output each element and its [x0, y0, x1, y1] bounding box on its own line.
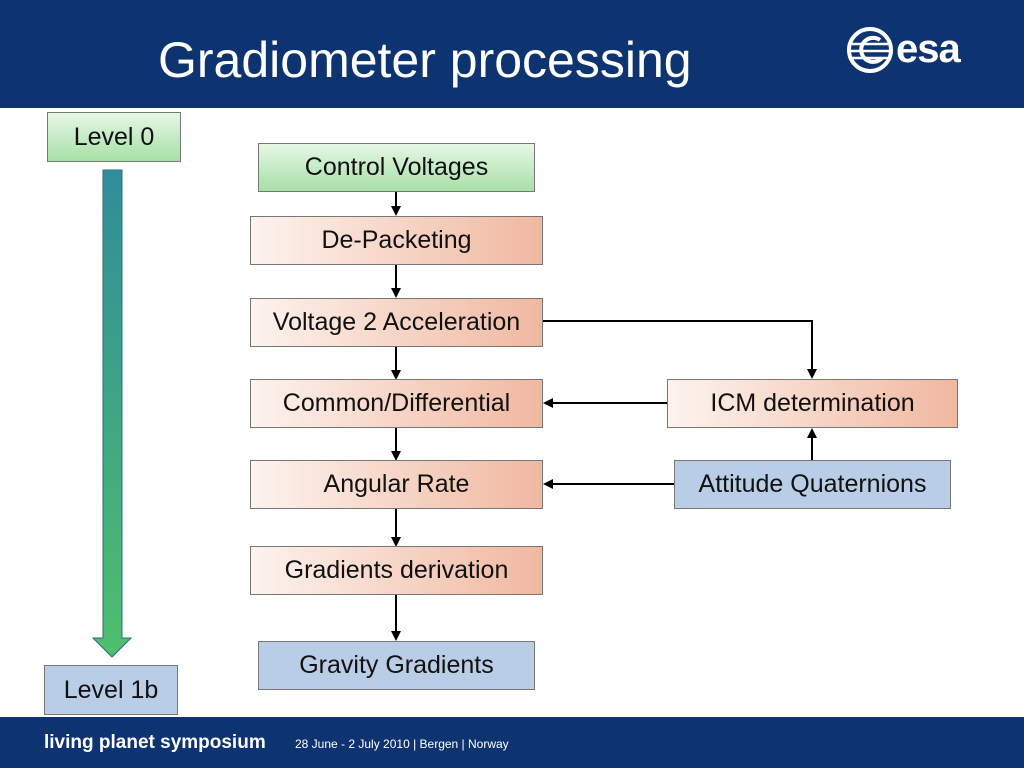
esa-logo-icon — [847, 27, 893, 73]
slide-title: Gradiometer processing — [158, 32, 692, 88]
slide-footer: living planet symposium 28 June - 2 July… — [0, 717, 1024, 768]
level-progress-arrow — [91, 169, 133, 658]
footer-brand: living planet symposium — [44, 732, 266, 753]
icm-determination-box: ICM determination — [667, 379, 958, 428]
angular-rate-box: Angular Rate — [250, 460, 543, 509]
attitude-quaternions-box: Attitude Quaternions — [674, 460, 951, 509]
level-0-box: Level 0 — [47, 112, 181, 162]
control-voltages-box: Control Voltages — [258, 143, 535, 192]
slide-header: Gradiometer processing esa — [0, 0, 1024, 108]
esa-logo-text: esa — [896, 27, 961, 71]
voltage-2-acceleration-box: Voltage 2 Acceleration — [250, 298, 543, 347]
gravity-gradients-box: Gravity Gradients — [258, 641, 535, 690]
arrow-voltage-to-icm — [542, 320, 817, 379]
footer-event-info: 28 June - 2 July 2010 | Bergen | Norway — [295, 737, 509, 751]
common-differential-box: Common/Differential — [250, 379, 543, 428]
de-packeting-box: De-Packeting — [250, 216, 543, 265]
esa-logo: esa — [846, 24, 996, 80]
gradients-derivation-box: Gradients derivation — [250, 546, 543, 595]
level-1b-box: Level 1b — [44, 665, 178, 715]
